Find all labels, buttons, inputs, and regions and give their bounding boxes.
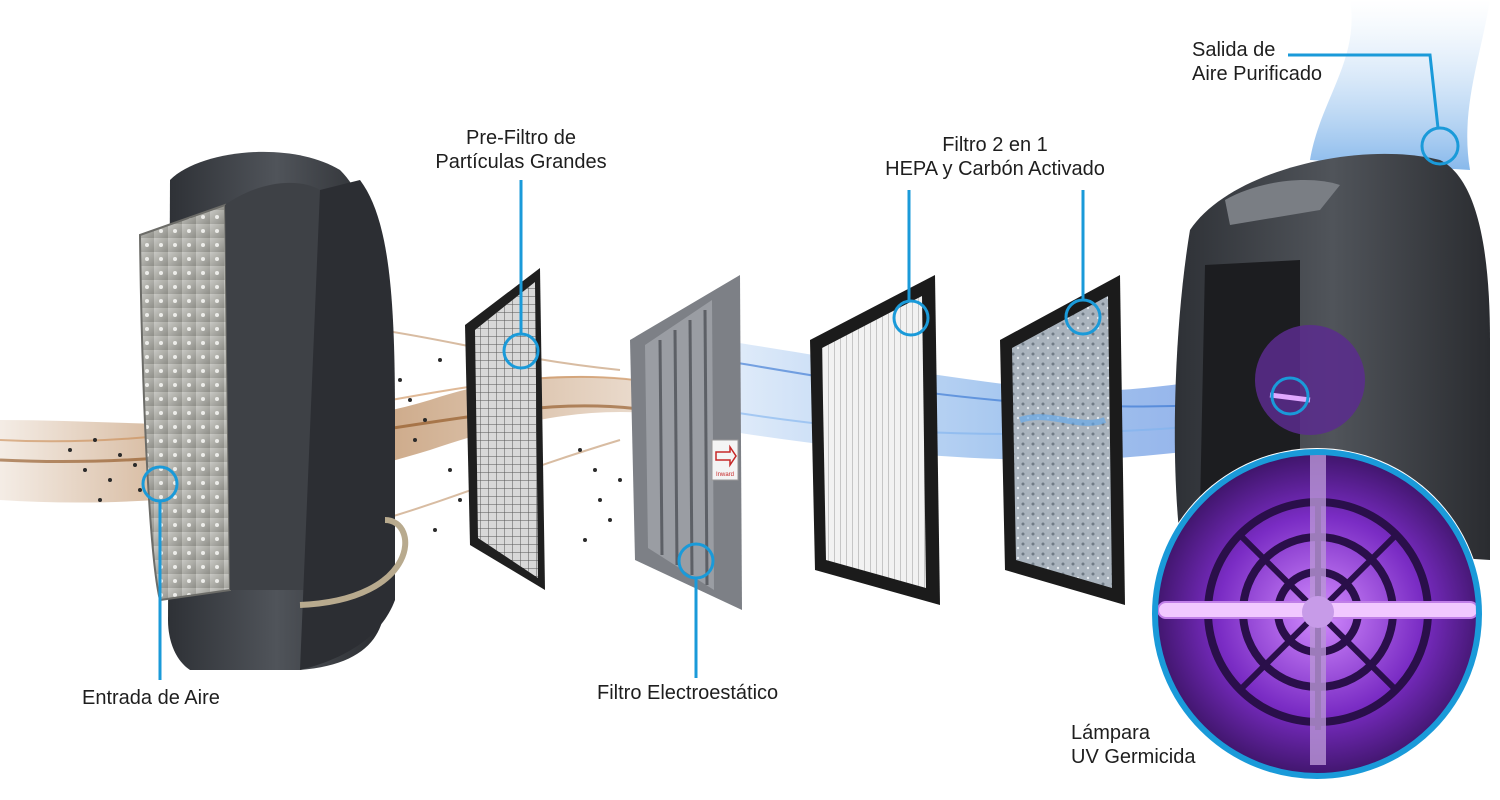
label-prefilter-line2: Partículas Grandes: [435, 151, 607, 173]
purified-air-outlet-plume: [1310, 0, 1490, 170]
label-uv-lamp: Lámpara UV Germicida: [1071, 721, 1195, 769]
prefilter-panel: [465, 268, 545, 590]
label-hepa-carbon: Filtro 2 en 1 HEPA y Carbón Activado: [860, 133, 1130, 181]
callouts: [141, 53, 1460, 680]
label-electrostatic: Filtro Electroestático: [597, 682, 779, 704]
electrostatic-filter-panel: Inward: [630, 275, 742, 610]
label-air-outlet: Salida de Aire Purificado: [1192, 38, 1322, 86]
label-air-outlet-line1: Salida de: [1192, 39, 1276, 61]
callout-carbon: [1064, 190, 1102, 336]
label-hepa-carbon-line2: HEPA y Carbón Activado: [885, 158, 1105, 180]
callout-electrostatic: [677, 542, 715, 678]
label-hepa-carbon-line1: Filtro 2 en 1: [942, 134, 1048, 156]
hepa-filter-panel: [810, 275, 940, 605]
purifier-unit-front: [138, 151, 409, 671]
callout-hepa: [892, 190, 930, 337]
inward-arrow-label: Inward: [716, 472, 734, 478]
callout-air-outlet: [1288, 53, 1460, 166]
label-uv-lamp-line2: UV Germicida: [1071, 746, 1196, 768]
label-air-inlet: Entrada de Aire: [82, 687, 220, 709]
callout-air-inlet: [141, 465, 179, 680]
label-prefilter: Pre-Filtro de Partículas Grandes: [406, 126, 636, 174]
purifier-unit-open: [1174, 153, 1490, 560]
carbon-filter-panel: [1000, 275, 1125, 605]
uv-lamp-inset: [1151, 448, 1483, 780]
label-uv-lamp-line1: Lámpara: [1071, 722, 1150, 744]
callout-prefilter: [502, 180, 540, 370]
label-prefilter-line1: Pre-Filtro de: [465, 127, 577, 149]
callout-uv-lamp-source: [1270, 376, 1310, 416]
label-air-outlet-line2: Aire Purificado: [1192, 63, 1323, 85]
